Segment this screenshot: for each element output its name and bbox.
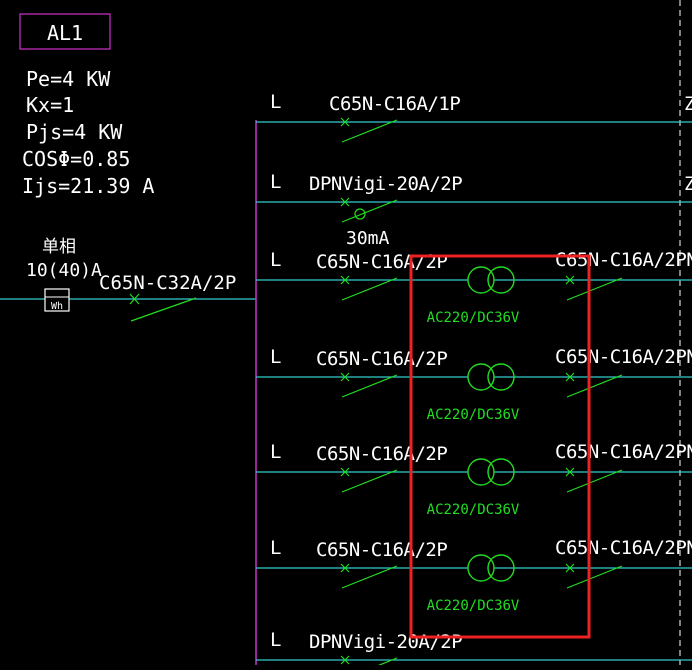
circuit-3-transformer-coil-2 (487, 266, 515, 294)
circuit-6-transformer-coil-2 (487, 554, 515, 582)
circuit-3-transformer-label: AC220/DC36V (427, 310, 520, 326)
meter-phase: 单相 (42, 237, 76, 257)
circuit-1-breaker-blade (341, 119, 398, 143)
circuit-2-phase: L (270, 171, 281, 193)
circuit-6-out-breaker-label: C65N-C16A/2PN (555, 537, 692, 559)
circuit-3-phase: L (270, 249, 281, 271)
circuit-6-breaker-blade (341, 565, 398, 589)
circuit-7-breaker-x2 (340, 655, 350, 665)
circuit-4-breaker-label: C65N-C16A/2P (316, 348, 447, 370)
circuit-4-transformer-label: AC220/DC36V (427, 407, 520, 423)
incoming-breaker-symbol (129, 293, 197, 322)
circuit-4-out-breaker-blade (566, 374, 623, 398)
circuit-3-out-breaker-blade (566, 277, 623, 301)
circuit-6-phase: L (270, 537, 281, 559)
circuit-7-breaker-label: DPNVigi-20A/2P (309, 631, 462, 653)
circuit-4-transformer-coil-1 (467, 363, 495, 391)
circuit-2-breaker-blade (341, 199, 398, 223)
circuit-1-tail: Z (684, 93, 692, 115)
circuit-4-out-breaker-x2 (565, 372, 575, 382)
circuit-5-breaker-label: C65N-C16A/2P (316, 443, 447, 465)
param-kx: Kx=1 (26, 93, 74, 117)
circuit-5-transformer-coil-1 (467, 458, 495, 486)
param-cos: COSΦ=0.85 (22, 147, 130, 171)
circuit-6-breaker-x2 (340, 563, 350, 573)
circuit-2-tail: Z (684, 173, 692, 195)
highlight-box (409, 254, 591, 639)
circuit-3-breaker-label: C65N-C16A/2P (316, 251, 447, 273)
circuit-4-transformer-coil-2 (487, 363, 515, 391)
circuit-6-out-breaker-x2 (565, 563, 575, 573)
meter-rating: 10(40)A (26, 260, 102, 281)
circuit-2-breaker-label: DPNVigi-20A/2P (309, 173, 462, 195)
circuit-3-breaker-blade (341, 277, 398, 301)
panel-name: AL1 (47, 21, 83, 45)
circuit-5-out-breaker-x2 (565, 467, 575, 477)
circuit-7-breaker-blade (365, 657, 398, 670)
circuit-5-breaker-blade (341, 469, 398, 493)
circuit-5-breaker-x2 (340, 467, 350, 477)
circuit-5-transformer-label: AC220/DC36V (427, 502, 520, 518)
panel-name-box (19, 13, 111, 50)
energy-meter (44, 288, 70, 312)
circuit-7-phase: L (270, 629, 281, 651)
circuit-4-phase: L (270, 346, 281, 368)
param-pe: Pe=4 KW (26, 67, 111, 91)
circuit-6-transformer-coil-1 (467, 554, 495, 582)
circuit-3-out-breaker-x2 (565, 275, 575, 285)
circuit-1-phase: L (270, 91, 281, 113)
circuit-2-rcd-symbol (354, 208, 366, 220)
outgoing-circuits: L C65N-C16A/1P Z L DPNVigi-20A/2P 30mA Z L C65N-… (256, 91, 692, 670)
circuit-5-phase: L (270, 441, 281, 463)
energy-meter-label: Wh (51, 301, 63, 312)
circuit-2-rcd-label: 30mA (346, 228, 390, 249)
circuit-6-transformer-label: AC220/DC36V (427, 598, 520, 614)
circuit-3-transformer-coil-1 (467, 266, 495, 294)
circuit-5-out-breaker-blade (566, 469, 623, 493)
circuit-1-breaker-label: C65N-C16A/1P (329, 93, 460, 115)
circuit-4-breaker-blade (341, 374, 398, 398)
incoming-breaker-label: C65N-C32A/2P (99, 272, 236, 294)
param-ijs: Ijs=21.39 A (22, 174, 154, 198)
param-pjs: Pjs=4 KW (26, 120, 123, 144)
circuit-5-out-breaker-label: C65N-C16A/2PN (555, 441, 692, 463)
circuit-6-breaker-label: C65N-C16A/2P (316, 539, 447, 561)
circuit-4-out-breaker-label: C65N-C16A/2PN (555, 346, 692, 368)
circuit-3-out-breaker-label: C65N-C16A/2PN (555, 249, 692, 271)
circuit-4-breaker-x2 (340, 372, 350, 382)
circuit-3-breaker-x2 (340, 275, 350, 285)
circuit-5-transformer-coil-2 (487, 458, 515, 486)
circuit-6-out-breaker-blade (566, 565, 623, 589)
circuit-1-breaker-x2 (340, 117, 350, 127)
circuit-2-breaker-x2 (340, 197, 350, 207)
